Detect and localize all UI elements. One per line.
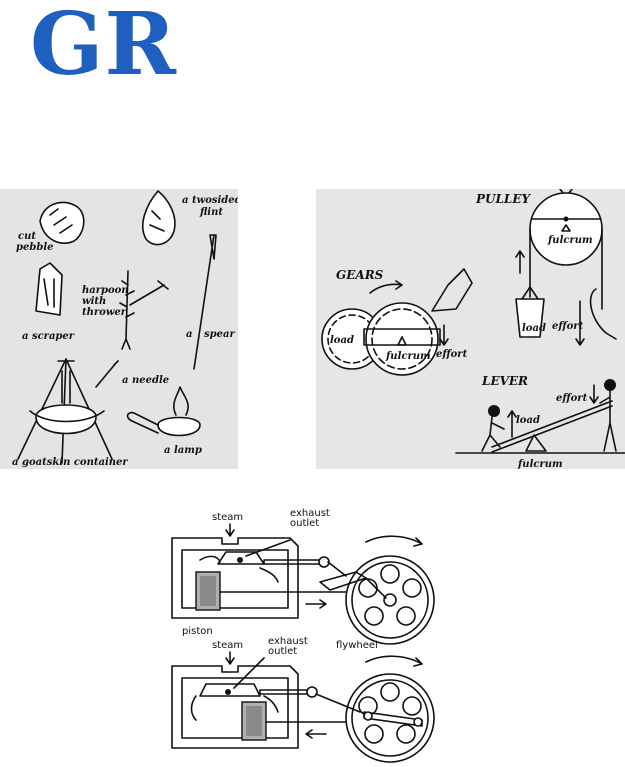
exhaust-top-label: exhaust <box>290 508 330 519</box>
cut-pebble-label-2: pebble <box>16 242 54 253</box>
cut-pebble-label: cut <box>18 231 36 242</box>
steam-top-label: steam <box>212 512 243 523</box>
lever-title: LEVER <box>481 374 528 388</box>
flint-label: a twosided <box>182 195 238 206</box>
cut-pebble-drawing <box>39 201 85 245</box>
pulley-title: PULLEY <box>475 192 532 206</box>
steam-engine-top-drawing <box>171 523 435 645</box>
steam-bottom-label: steam <box>212 640 243 651</box>
gr-logo: GR <box>30 0 177 95</box>
steam-engine-figure: steam exhaust outlet piston flywheel ste… <box>160 500 460 767</box>
piston-label: piston <box>182 626 213 637</box>
gears-drawing <box>321 268 473 376</box>
harpoon-label-3: thrower <box>82 307 127 318</box>
lever-drawing <box>455 379 625 454</box>
pulley-fulcrum-label: fulcrum <box>547 235 593 246</box>
pulley-effort-label: effort <box>552 321 584 332</box>
flint-label-2: flint <box>199 207 223 218</box>
needle-label: a needle <box>122 375 169 386</box>
pulley-load-label: load <box>522 323 546 334</box>
container-label: a goatskin container <box>12 457 128 468</box>
scraper-drawing <box>35 262 63 316</box>
harpoon-drawing <box>119 270 135 350</box>
needle-drawing <box>95 360 119 388</box>
harpoon-label: harpoon <box>82 285 129 296</box>
lever-fulcrum-label: fulcrum <box>517 459 563 469</box>
lamp-drawing <box>126 386 201 437</box>
steam-engine-bottom-drawing <box>171 651 435 763</box>
exhaust-bottom-label-2: outlet <box>268 646 297 657</box>
lever-effort-label: effort <box>556 393 588 404</box>
scraper-label: a scraper <box>22 331 75 342</box>
spear-drawing <box>193 234 217 370</box>
lever-load-label: load <box>516 415 540 426</box>
exhaust-top-label-2: outlet <box>290 518 319 529</box>
gears-load-label: load <box>330 335 354 346</box>
flywheel-label: flywheel <box>336 640 378 651</box>
gears-fulcrum-label: fulcrum <box>385 351 431 362</box>
exhaust-bottom-label: exhaust <box>268 636 308 647</box>
spear-label-2: spear <box>204 329 235 340</box>
pulley-drawing <box>515 189 617 346</box>
goatskin-container-drawing <box>17 358 113 464</box>
spear-label: a <box>186 329 192 340</box>
gears-effort-label: effort <box>436 349 468 360</box>
lamp-label: a lamp <box>164 445 202 456</box>
simple-machines-figure: PULLEY fulcrum load effort GEARS load fu… <box>316 189 625 469</box>
stone-age-tools-figure: cut pebble a twosided flint a scraper ha… <box>0 189 238 469</box>
gears-title: GEARS <box>336 268 384 282</box>
harpoon-label-2: with <box>82 296 106 307</box>
